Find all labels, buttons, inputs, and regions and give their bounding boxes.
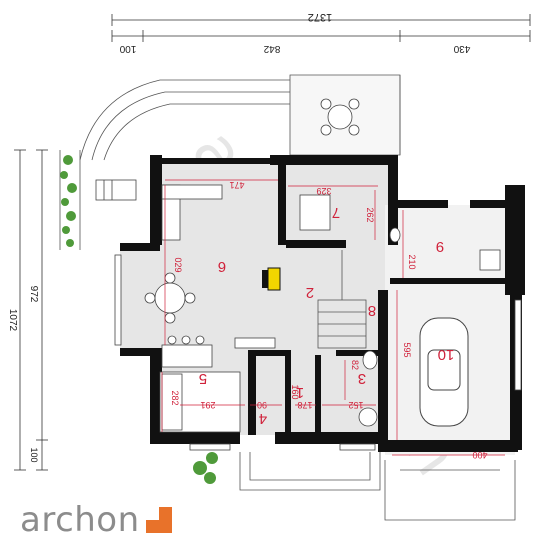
dim-r4-top: 90 (257, 400, 267, 410)
dim-r10-side: 595 (402, 342, 412, 357)
dim-left-inner: 972 (28, 286, 39, 303)
dim-r5-side: 282 (170, 390, 180, 405)
archon-logo: archon (20, 500, 220, 540)
deck-chair-icon (95, 179, 137, 201)
dim-r9-side: 029 (173, 257, 183, 272)
dim-r9-top: 471 (229, 180, 244, 190)
closet-icon (234, 249, 501, 349)
room-number-2: 2 (306, 284, 314, 301)
logo-mark-icon (145, 507, 172, 533)
room-number-10: 10 (438, 346, 455, 363)
plant-icon-bottom (193, 452, 218, 484)
room-number-1: 1 (296, 384, 304, 401)
bathroom-fixtures-icon (299, 194, 401, 427)
dim-r10-bottom: 400 (472, 450, 487, 460)
dim-left-total: 1072 (7, 309, 18, 332)
room-numbers: 1 2 3 4 5 6 7 8 9 10 (199, 204, 455, 427)
top-dimension-lines (111, 14, 531, 42)
dim-r3-bottom: 152 (348, 400, 363, 410)
dim-r7-top: 329 (316, 186, 331, 196)
dim-top-middle: 842 (263, 43, 280, 54)
dim-top-left: 100 (119, 43, 136, 54)
inner-dimension-labels: 471 029 329 262 210 282 291 90 160 178 8… (170, 180, 488, 460)
room-number-3: 3 (358, 370, 366, 387)
room-number-6: 6 (218, 258, 226, 275)
stairs-icon (317, 250, 367, 349)
logo-text: archon (20, 500, 140, 540)
terrace-table-icon (320, 98, 360, 136)
room-number-4: 4 (259, 410, 267, 427)
inner-dimension-lines (161, 179, 505, 456)
dim-top-right: 430 (453, 43, 470, 54)
dim-r6-side: 210 (407, 254, 417, 269)
kitchen-counter-icon (159, 371, 241, 433)
plant-icon-left (60, 155, 77, 247)
fireplace-icon (262, 267, 281, 291)
living-sofa-icon (161, 184, 223, 241)
dim-r3-side: 82 (350, 360, 360, 370)
kitchen-island-icon (161, 335, 213, 368)
windows (114, 254, 522, 451)
room-number-8: 8 (368, 302, 376, 319)
dim-r1-bottom: 178 (297, 400, 312, 410)
left-dimension-lines (14, 149, 48, 471)
dim-r5-bottom: 291 (200, 400, 215, 410)
dining-table-icon (144, 272, 196, 324)
dim-r7-side: 262 (365, 207, 375, 222)
entrance-steps (239, 452, 516, 521)
walls (120, 155, 525, 452)
dim-top-total: 1372 (308, 11, 332, 23)
car-icon (419, 317, 469, 427)
room-number-5: 5 (199, 370, 207, 387)
room-number-7: 7 (332, 204, 340, 221)
room-number-9: 9 (436, 238, 444, 255)
dim-left-bottom: 100 (29, 447, 39, 462)
dim-r1-top: 160 (290, 384, 300, 399)
